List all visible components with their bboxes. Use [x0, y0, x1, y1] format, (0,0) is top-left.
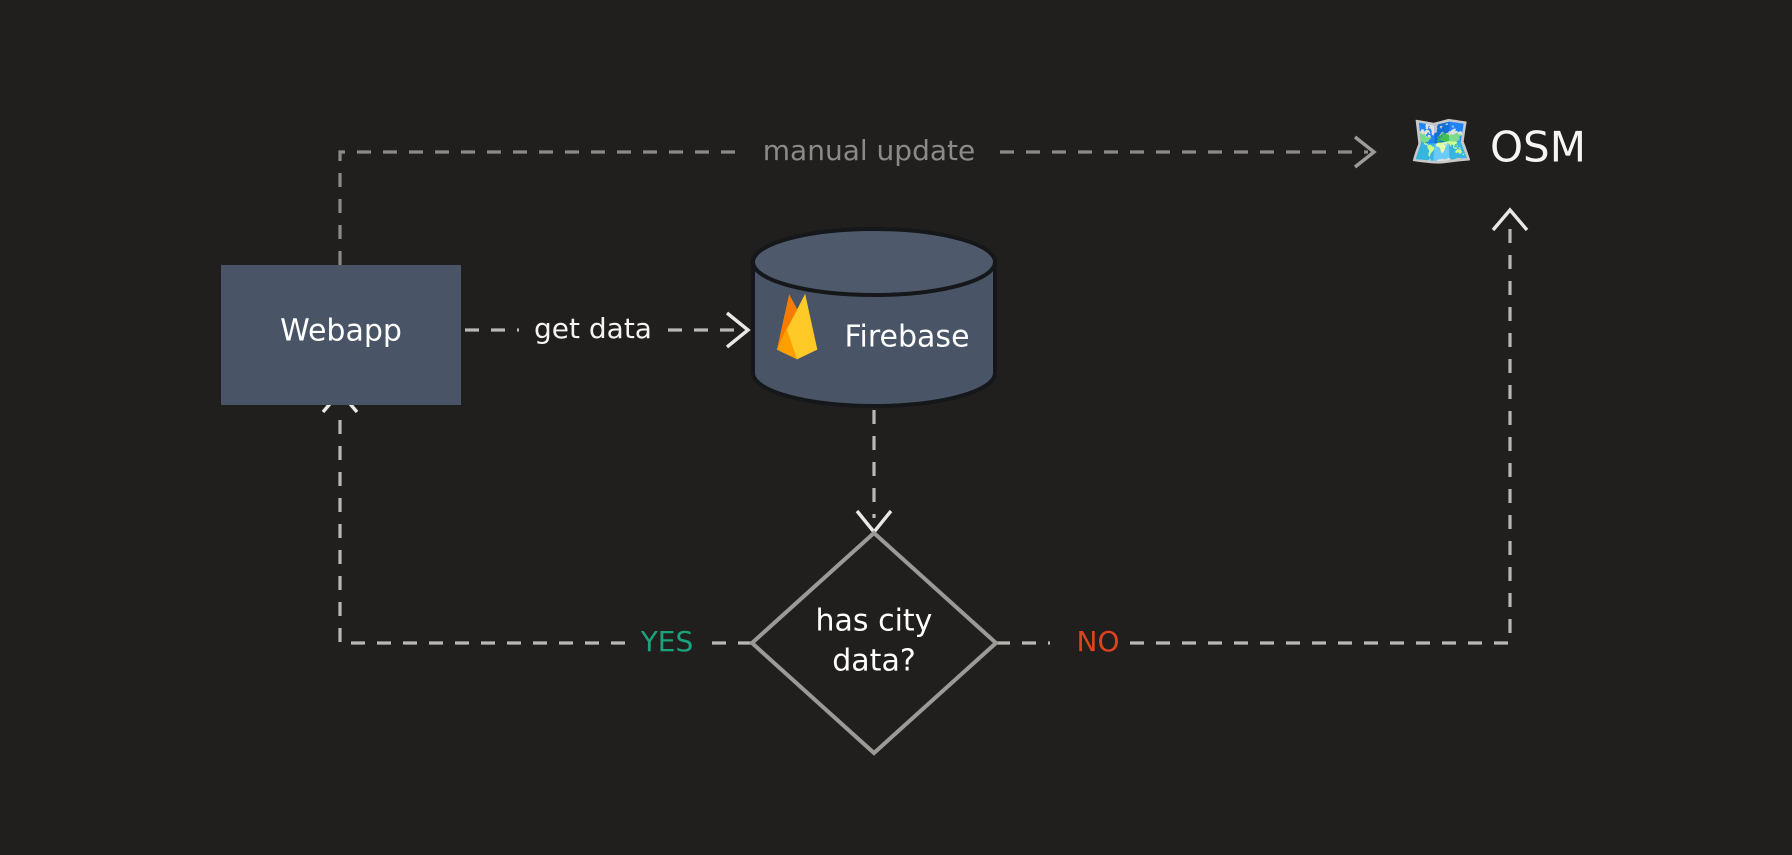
decision-label-line2: data? [832, 644, 916, 679]
edge-decision-no-osm[interactable]: NO [996, 207, 1529, 658]
edge-label-manual-update: manual update [763, 134, 975, 167]
webapp-box [221, 265, 461, 405]
osm-label: OSM [1490, 123, 1586, 172]
edge-no-right-segment [1130, 228, 1512, 645]
edge-get-data-arrowhead [725, 311, 751, 349]
edge-yes-left-segment [338, 410, 625, 645]
firebase-label: Firebase [844, 320, 969, 355]
edge-no-arrowhead [1491, 207, 1529, 232]
edge-label-no: NO [1077, 625, 1120, 658]
webapp-label: Webapp [280, 314, 402, 349]
firebase-cylinder-body [751, 260, 997, 408]
edge-webapp-to-firebase[interactable]: get data [465, 311, 751, 349]
edge-label-get-data: get data [534, 312, 652, 345]
edge-label-yes: YES [640, 625, 694, 658]
world-map-magnifier-icon: 🗺️ [1409, 112, 1474, 172]
edge-decision-yes-webapp[interactable]: YES [321, 389, 752, 658]
firebase-flame-icon [777, 294, 818, 360]
firebase-cylinder-top [751, 227, 997, 297]
node-decision[interactable]: has city data? [749, 530, 999, 756]
node-firebase[interactable]: Firebase [751, 227, 997, 408]
node-webapp[interactable]: Webapp [221, 265, 461, 405]
edge-webapp-to-osm-left-segment [338, 150, 745, 265]
node-osm[interactable]: OSM [1490, 123, 1586, 172]
edge-webapp-to-osm[interactable]: manual update [338, 134, 1377, 265]
decision-diamond [749, 530, 999, 756]
edge-webapp-to-osm-arrowhead [1353, 135, 1377, 169]
edge-firebase-to-decision[interactable] [855, 410, 893, 535]
decision-label-line1: has city [816, 604, 933, 639]
